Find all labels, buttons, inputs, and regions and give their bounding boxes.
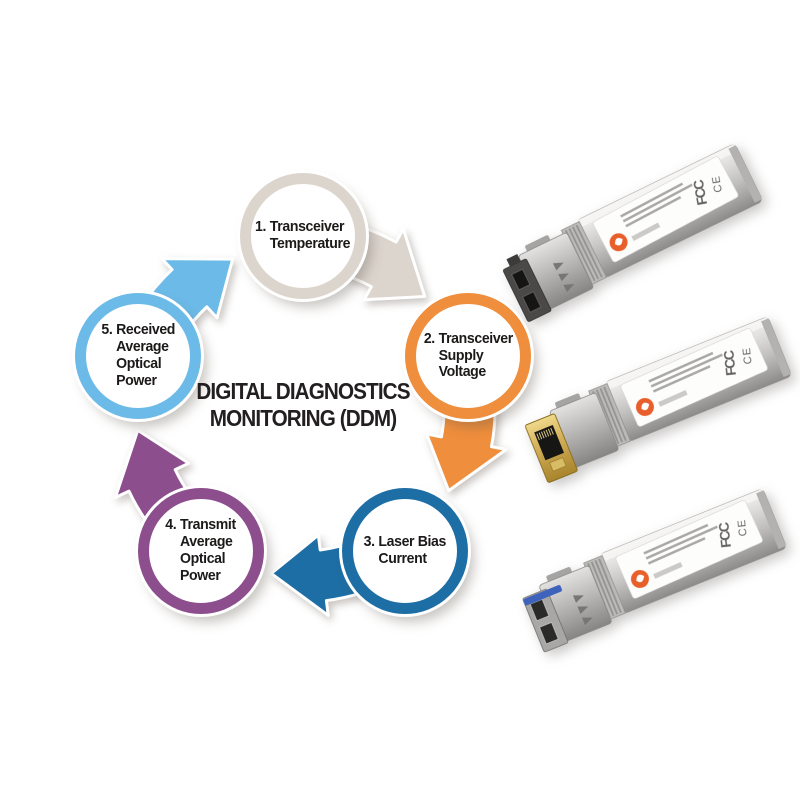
lc-port: [529, 598, 550, 622]
label-text-line: [648, 351, 714, 383]
rj45-connector: [525, 413, 578, 483]
cycle-step-1-transceiver-temperature: 1. Transceiver Temperature: [240, 173, 366, 299]
module-rear-cap: [756, 490, 786, 550]
module-label: FCC CE: [615, 500, 763, 599]
module-latch: [555, 393, 582, 410]
lc-duplex-connector-blue: [522, 585, 569, 653]
lc-port: [511, 268, 531, 291]
module-rear-cap: [761, 318, 791, 378]
collar-ridge: [568, 228, 596, 282]
label-text-block: [658, 390, 688, 407]
collar-ridge: [595, 389, 620, 445]
housing-louvers: [552, 262, 575, 293]
module-top-highlight: [577, 144, 737, 227]
module-top-highlight: [600, 489, 765, 561]
lc-blue-latch: [523, 585, 562, 606]
label-text-block: [653, 562, 683, 579]
collar-ridge: [575, 224, 603, 278]
ce-mark: CE: [741, 346, 755, 364]
lc-duplex-connector: [503, 254, 552, 322]
module-latch: [546, 567, 573, 583]
label-text-line: [650, 353, 723, 388]
brand-logo-glyph: [636, 574, 645, 583]
step-3-number: 3.: [363, 533, 375, 551]
transceiver-photo-3: FCC CE: [522, 489, 786, 653]
fcc-mark: FCC: [690, 178, 710, 206]
transceiver-photo-1: FCC CE: [503, 144, 762, 322]
diagram-title: DIGITAL DIAGNOSTICS MONITORING (DDM): [168, 378, 438, 432]
fcc-mark: FCC: [720, 349, 739, 376]
ce-mark: CE: [710, 174, 725, 193]
step-2-label: 2. Transceiver Supply Voltage: [423, 329, 513, 381]
step-4-number: 4.: [165, 516, 177, 534]
ce-mark: CE: [736, 518, 750, 536]
module-label: FCC CE: [620, 328, 768, 427]
diagram-title-line1: DIGITAL DIAGNOSTICS: [196, 378, 410, 404]
label-text-line: [652, 365, 711, 393]
step-4-label: 4. Transmit Average Optical Power: [165, 516, 237, 584]
step-5-label: 5. Received Average Optical Power: [101, 321, 175, 389]
module-label: FCC CE: [592, 156, 739, 263]
step-1-label: 1. Transceiver Temperature: [255, 218, 351, 252]
collar-ridge: [572, 226, 600, 280]
label-text-line: [647, 537, 706, 565]
collar-ridge: [599, 388, 623, 443]
rj45-pins: [536, 427, 554, 441]
cycle-step-5-received-average-optical-power: 5. Received Average Optical Power: [75, 293, 201, 419]
step-2-number: 2.: [423, 329, 435, 347]
diagram-title-line2: MONITORING (DDM): [209, 405, 397, 431]
module-rear-cap: [728, 145, 762, 203]
fcc-mark: FCC: [715, 521, 734, 548]
rj45-opening: [534, 424, 564, 461]
label-text-block: [631, 222, 661, 242]
collar-ridge: [603, 386, 627, 442]
module-latch: [525, 235, 551, 253]
collar-ridge: [598, 558, 622, 614]
collar-ridge: [594, 560, 618, 615]
step-3-label: 3. Laser Bias Current: [363, 533, 447, 567]
housing-louvers: [572, 595, 593, 626]
brand-logo-glyph: [615, 237, 623, 246]
label-text-line: [645, 525, 718, 560]
cycle-step-3-laser-bias-current: 3. Laser Bias Current: [342, 488, 468, 614]
cycle-step-2-transceiver-supply-voltage: 2. Transceiver Supply Voltage: [405, 293, 531, 419]
label-text-line: [625, 196, 682, 228]
brand-logo-glyph: [641, 402, 650, 411]
module-top-highlight: [605, 317, 770, 389]
lc-trigger: [506, 254, 521, 267]
collar-ridge: [590, 561, 615, 617]
lc-port: [539, 621, 559, 645]
label-text-line: [620, 182, 684, 218]
lc-port: [522, 291, 542, 313]
step-5-number: 5.: [101, 321, 113, 339]
step-1-number: 1.: [255, 218, 267, 236]
cycle-step-4-transmit-average-optical-power: 4. Transmit Average Optical Power: [138, 488, 264, 614]
label-text-line: [622, 183, 693, 223]
label-text-line: [643, 523, 709, 555]
transceiver-photo-2: FCC CE: [525, 317, 791, 483]
rj45-clip: [549, 457, 567, 472]
